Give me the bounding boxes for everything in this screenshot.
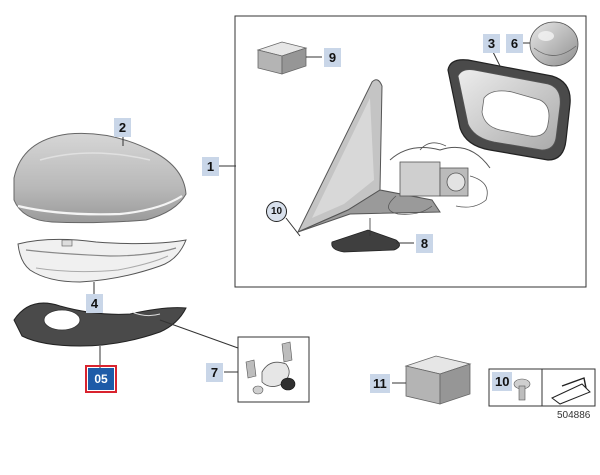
part-2-mirror-cap — [13, 132, 187, 224]
callout-6[interactable]: 6 — [506, 34, 523, 53]
part-8-gasket — [331, 229, 400, 253]
callout-2[interactable]: 2 — [114, 118, 131, 137]
callout-3[interactable]: 3 — [483, 34, 500, 53]
callout-05-highlighted[interactable]: 05 — [85, 365, 117, 393]
callout-8[interactable]: 8 — [416, 234, 433, 253]
callout-1[interactable]: 1 — [202, 157, 219, 176]
callout-4[interactable]: 4 — [86, 294, 103, 313]
part-05-lower-cover — [13, 302, 187, 347]
callout-7[interactable]: 7 — [206, 363, 223, 382]
part-4-turn-signal — [17, 238, 187, 283]
part-7-kit-frame — [237, 336, 310, 403]
part-10-screw — [513, 378, 531, 401]
part-9-pad — [256, 41, 308, 75]
assembly-frame — [234, 15, 587, 288]
diagram-reference-number: 504886 — [557, 410, 591, 421]
part-11-pad — [404, 355, 472, 405]
part-1-mirror-base — [296, 79, 491, 234]
callout-10-screw[interactable]: 10 — [492, 372, 513, 391]
part-3-mirror-frame — [447, 59, 571, 161]
callout-10-assembly[interactable]: 10 — [266, 201, 287, 222]
callout-9[interactable]: 9 — [324, 48, 341, 67]
callout-11[interactable]: 11 — [370, 374, 390, 393]
part-7-hardware — [245, 341, 296, 395]
orientation-arrow-icon — [551, 377, 591, 405]
part-6-dome — [529, 21, 579, 67]
